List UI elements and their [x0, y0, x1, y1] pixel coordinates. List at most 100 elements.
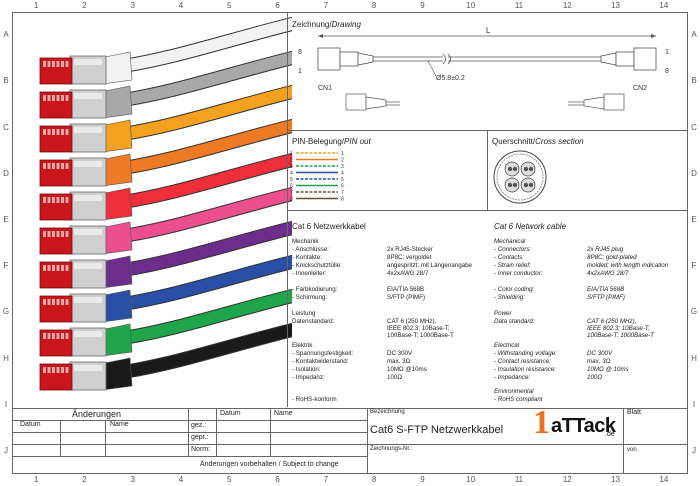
spec-value: EIA/TIA 568B	[587, 286, 625, 293]
tb-line-2	[12, 432, 367, 433]
drawing-frame	[12, 12, 688, 474]
drawing-title: Zeichnung/Drawing	[292, 20, 361, 29]
tb-aenderungen: Änderungen	[72, 409, 122, 419]
tb-vline-3	[188, 408, 189, 456]
column-label: 5	[227, 475, 232, 484]
column-label: 4	[178, 475, 184, 484]
spec-value: angespritzt; mit Längenangabe	[387, 262, 472, 269]
row-label: J	[4, 445, 8, 455]
pin-label-right: 5	[341, 177, 344, 183]
patch-cable	[39, 323, 292, 391]
cross-section-diagram	[493, 150, 547, 204]
spec-value: 8P8C; gold-plated	[587, 254, 637, 261]
spec-key: - Spannungsfestigkeit:	[292, 350, 354, 357]
svg-text:CN2: CN2	[633, 85, 647, 92]
patch-cable	[39, 221, 292, 289]
row-label: I	[692, 399, 696, 409]
column-label: 4	[178, 1, 184, 10]
column-label: 9	[420, 475, 425, 484]
spec-key: - Knickschutztülle:	[292, 262, 342, 269]
tb-vline-2	[105, 420, 106, 456]
column-label: 9	[420, 1, 425, 10]
row-label: E	[691, 214, 697, 224]
spec-value: S/FTP (PIMF)	[387, 294, 426, 301]
spec-value: molded; with length indication	[587, 262, 669, 269]
spec-value: 100Ω	[587, 374, 603, 381]
column-label: 10	[466, 475, 476, 484]
pin-label-left: 8	[290, 197, 293, 203]
row-label: A	[691, 30, 697, 40]
row-label: D	[3, 168, 9, 178]
tb-line-4	[12, 456, 367, 457]
cable-product-image	[39, 17, 292, 391]
divider-vertical	[287, 12, 288, 407]
column-label: 3	[130, 1, 135, 10]
spec-en-mechanical: Mechanical	[494, 238, 526, 245]
tb-datum: Datum	[20, 421, 41, 428]
pin-label-left: 6	[290, 184, 293, 190]
column-label: 6	[275, 1, 280, 10]
row-label: F	[691, 261, 697, 271]
row-label: C	[3, 122, 9, 132]
row-label: A	[3, 30, 9, 40]
spec-key: - Color coding:	[494, 286, 535, 293]
spec-en-power: Power	[494, 310, 512, 317]
spec-key: - Shielding:	[494, 294, 525, 301]
spec-value: S/FTP (PIMF)	[587, 294, 625, 301]
svg-text:CN1: CN1	[318, 85, 332, 92]
spec-en-rohs: - RoHS compliant	[494, 396, 543, 403]
column-label: 7	[323, 1, 329, 10]
spec-de-heading: Cat 6 Netzwerkkabel	[292, 222, 366, 231]
column-label: 11	[514, 475, 524, 484]
spec-en-electrical: Electrical	[494, 342, 520, 349]
tb-blatt: Blatt	[627, 409, 642, 416]
column-label: 11	[514, 1, 524, 10]
spec-en-heading: Cat 6 Network cable	[494, 222, 567, 231]
tb-vline-7	[623, 408, 624, 474]
spec-value: 4x2xAWG 28/7	[587, 270, 629, 277]
spec-key: - Anschlüsse:	[292, 246, 329, 253]
svg-text:Ø5.8±0.2: Ø5.8±0.2	[436, 75, 465, 82]
column-label: 6	[275, 475, 280, 484]
spec-key: - Kontaktwiderstand:	[292, 358, 349, 365]
pin-label-right: 7	[341, 190, 344, 196]
tb-bezeichnung: Bezeichnung	[370, 409, 405, 415]
row-label: E	[3, 214, 9, 224]
cable-dimension-drawing: L Ø5.8±0.2 8 1 1 8 CN1 CN2	[298, 26, 669, 111]
spec-de-datenstandard-label: Datenstandard:	[292, 318, 335, 325]
row-label: D	[691, 168, 697, 178]
pin-label-left: 1	[290, 151, 293, 157]
pin-label-right: 2	[341, 158, 344, 164]
spec-value: 2x RJ45 plug	[587, 246, 624, 253]
spec-de-rohs: - RoHS-konform	[292, 396, 337, 403]
patch-cable	[39, 119, 292, 187]
tb-datum2: Datum	[220, 410, 241, 417]
brand-logo: 1 aTTack .de	[533, 404, 616, 441]
spec-key: - Impedance:	[494, 374, 531, 381]
row-label: I	[4, 399, 8, 409]
column-label: 3	[130, 475, 135, 484]
patch-cable	[39, 289, 292, 357]
column-label: 12	[562, 1, 572, 10]
pin-label-left: 7	[290, 190, 293, 196]
spec-en-environmental: Environmental	[494, 388, 534, 395]
spec-de-datenstandard-value: CAT 6 (250 MHz), IEEE 802.3; 10Base-T; 1…	[387, 318, 454, 340]
pin-label-right: 1	[341, 151, 344, 157]
patch-cable	[39, 51, 292, 119]
spec-en-datastandard-value: CAT 6 (250 MHz), IEEE 802.3; 10Base-T; 1…	[587, 318, 654, 340]
tb-vline-4	[216, 408, 217, 456]
column-label: 7	[323, 475, 329, 484]
tb-vline-5	[270, 408, 271, 456]
patch-cable	[39, 153, 292, 221]
column-label: 14	[659, 1, 669, 10]
divider-pinout	[287, 210, 688, 211]
svg-text:1: 1	[298, 68, 302, 75]
spec-value: EIA/TIA 568B	[387, 286, 425, 293]
row-label: F	[3, 261, 9, 271]
spec-value: DC 300V	[587, 350, 613, 357]
titleblock-top-line	[12, 408, 688, 409]
pin-label-left: 4	[290, 171, 293, 177]
tb-gepr: gepr.:	[191, 434, 209, 441]
pin-label-left: 3	[290, 164, 293, 170]
row-label: G	[690, 307, 698, 317]
